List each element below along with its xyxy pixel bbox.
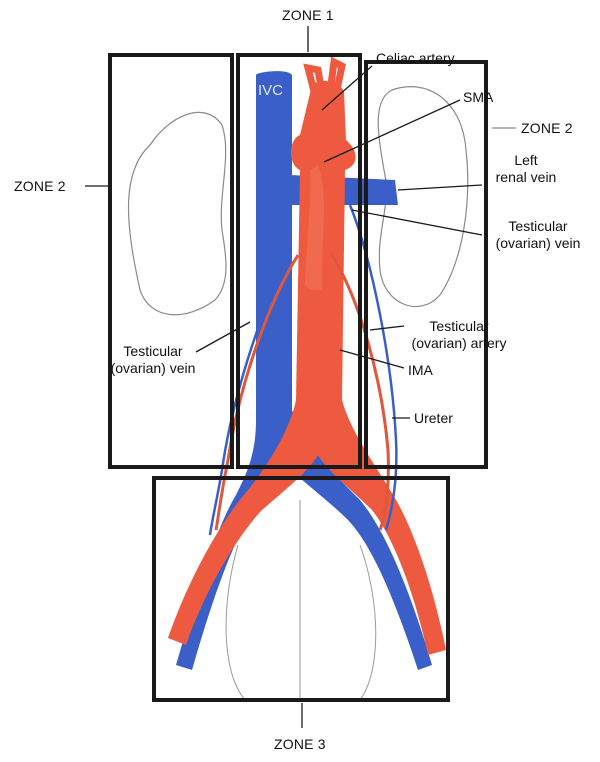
- testicular-vein-right-label: Testicular (ovarian) vein: [483, 218, 593, 252]
- zone3-label: ZONE 3: [274, 736, 326, 753]
- testicular-vein-right-label-line1: Testicular: [483, 218, 593, 235]
- testicular-vein-left-label-line2: (ovarian) vein: [98, 360, 208, 377]
- celiac-artery-label: Celiac artery: [376, 50, 455, 67]
- sma-label: SMA: [463, 89, 493, 106]
- pelvic-outline: [226, 500, 376, 700]
- ima-label: IMA: [408, 362, 433, 379]
- left-renal-vein-label-line2: renal vein: [486, 169, 566, 186]
- zone1-label: ZONE 1: [282, 7, 334, 24]
- testicular-vein-left-label: Testicular (ovarian) vein: [98, 343, 208, 377]
- left-renal-vein-label: Left renal vein: [486, 152, 566, 186]
- testicular-vein-right-label-line2: (ovarian) vein: [483, 235, 593, 252]
- testicular-artery-label-line1: Testicular: [400, 318, 518, 335]
- zone2-right-label: ZONE 2: [521, 120, 573, 137]
- zone2-right-box: [366, 62, 486, 467]
- aorta-vessel: [168, 81, 446, 655]
- testicular-artery-label-line2: (ovarian) artery: [400, 335, 518, 352]
- ureter-label: Ureter: [414, 410, 453, 427]
- ivc-label: IVC: [258, 82, 283, 99]
- testicular-artery-label: Testicular (ovarian) artery: [400, 318, 518, 352]
- zone2-left-label: ZONE 2: [14, 178, 66, 195]
- left-renal-vein-label-line1: Left: [486, 152, 566, 169]
- testicular-vein-left-label-line1: Testicular: [98, 343, 208, 360]
- celiac-branches: [308, 62, 342, 95]
- right-kidney: [129, 112, 227, 314]
